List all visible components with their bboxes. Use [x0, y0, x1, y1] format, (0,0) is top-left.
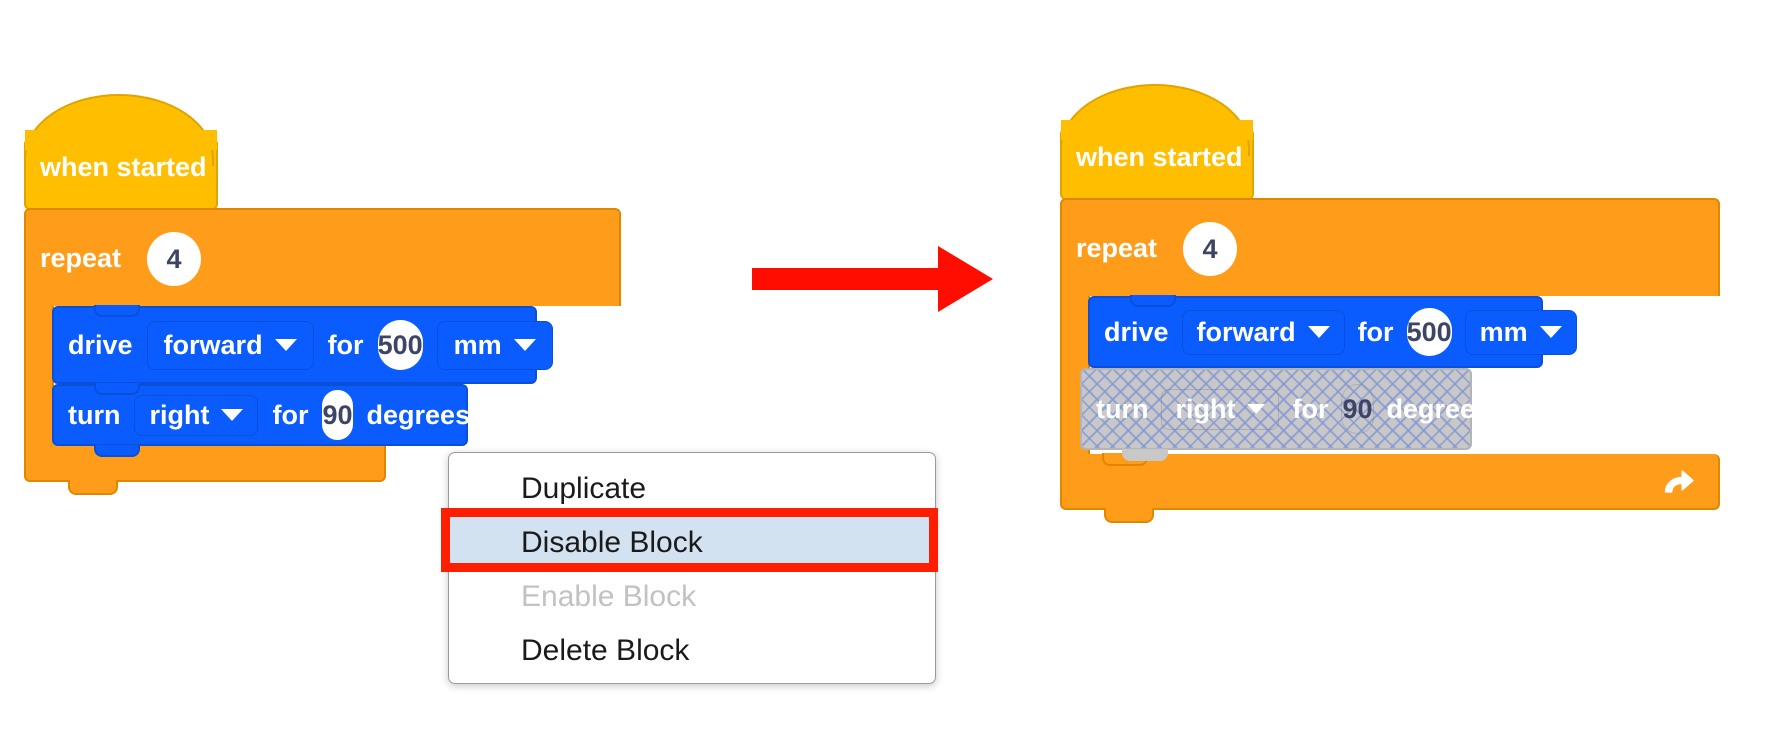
menu-item-delete-block[interactable]: Delete Block: [521, 634, 690, 667]
drive-unit-dropdown-right[interactable]: mm: [1464, 309, 1577, 355]
repeat-block-left[interactable]: repeat 4: [24, 208, 621, 306]
menu-item-disable-block[interactable]: Disable Block: [449, 516, 935, 570]
loop-arrow-icon: [1664, 470, 1694, 493]
repeat-label-left: repeat: [40, 243, 122, 273]
repeat-label-right: repeat: [1076, 233, 1158, 263]
menu-item-enable-block: Enable Block: [521, 580, 697, 613]
drive-label-right: drive: [1104, 316, 1169, 347]
chevron-down-icon: [1307, 326, 1330, 338]
when-started-hat-block-right[interactable]: when started: [1060, 84, 1254, 215]
drive-unit-dropdown-left[interactable]: mm: [436, 320, 553, 370]
turn-degrees-label-left: degrees: [366, 399, 471, 430]
repeat-count-input-right[interactable]: 4: [1183, 222, 1237, 276]
turn-top-notch-left: [94, 383, 140, 395]
turn-for-label-left: for: [272, 399, 309, 430]
turn-amount-input-left[interactable]: 90: [322, 390, 353, 440]
drive-unit-value-left: mm: [453, 329, 502, 360]
hat-dome-fill: [1061, 120, 1253, 140]
drive-label-left: drive: [68, 329, 133, 360]
block-context-menu[interactable]: Duplicate Disable Block Enable Block Del…: [448, 452, 936, 684]
drive-block-left[interactable]: drive forward for 500 mm: [52, 306, 553, 384]
chevron-down-icon: [1539, 326, 1562, 338]
chevron-down-icon: [1247, 404, 1266, 414]
drive-distance-input-left[interactable]: 500: [377, 320, 423, 370]
chevron-down-icon: [513, 339, 536, 351]
turn-amount-input-right[interactable]: 90: [1341, 384, 1374, 434]
drive-direction-dropdown-left[interactable]: forward: [146, 320, 314, 370]
turn-bottom-tab-left: [94, 445, 140, 457]
drive-top-notch-left: [94, 305, 140, 317]
repeat-count-input-left[interactable]: 4: [147, 232, 201, 286]
turn-block-right-disabled[interactable]: turn right for 90 degrees: [1080, 368, 1490, 450]
repeat-left-spine-right: [1060, 296, 1090, 456]
turn-for-label-right: for: [1292, 393, 1329, 424]
repeat-block-right[interactable]: repeat 4: [1060, 198, 1720, 296]
drive-direction-value-left: forward: [163, 329, 263, 360]
chevron-down-icon: [221, 409, 244, 421]
drive-for-label-right: for: [1357, 316, 1394, 347]
turn-degrees-label-right: degrees: [1386, 393, 1491, 424]
chevron-down-icon: [274, 339, 297, 351]
repeat-bottom-tab: [68, 480, 118, 495]
turn-block-left[interactable]: turn right for 90 degrees: [52, 384, 471, 446]
drive-for-label-left: for: [327, 329, 364, 360]
drive-top-notch-right: [1130, 295, 1176, 307]
turn-label-left: turn: [68, 399, 121, 430]
turn-direction-dropdown-left[interactable]: right: [134, 394, 259, 436]
when-started-hat-block-left[interactable]: when started: [24, 94, 218, 225]
turn-direction-dropdown-right[interactable]: right: [1161, 388, 1280, 430]
arrow-shaft: [752, 268, 944, 290]
when-started-label-right: when started: [1076, 142, 1243, 172]
repeat-bottom-bar-right: [1060, 454, 1720, 523]
drive-direction-value-right: forward: [1196, 316, 1296, 347]
menu-item-duplicate[interactable]: Duplicate: [521, 472, 647, 505]
turn-label-right: turn: [1096, 393, 1149, 424]
turn-direction-value-right: right: [1175, 393, 1236, 424]
drive-direction-dropdown-right[interactable]: forward: [1181, 309, 1345, 355]
turn-direction-value-left: right: [149, 399, 210, 430]
hat-dome-fill: [25, 130, 217, 150]
drive-unit-value-right: mm: [1479, 316, 1528, 347]
right-arrow-icon: [938, 246, 993, 312]
repeat-left-spine: [24, 306, 54, 428]
repeat-bottom-tab: [1104, 508, 1154, 523]
turn-bottom-tab-right: [1122, 449, 1168, 461]
when-started-label-left: when started: [40, 152, 207, 182]
drive-block-right[interactable]: drive forward for 500 mm: [1088, 296, 1577, 368]
drive-distance-input-right[interactable]: 500: [1406, 308, 1452, 356]
